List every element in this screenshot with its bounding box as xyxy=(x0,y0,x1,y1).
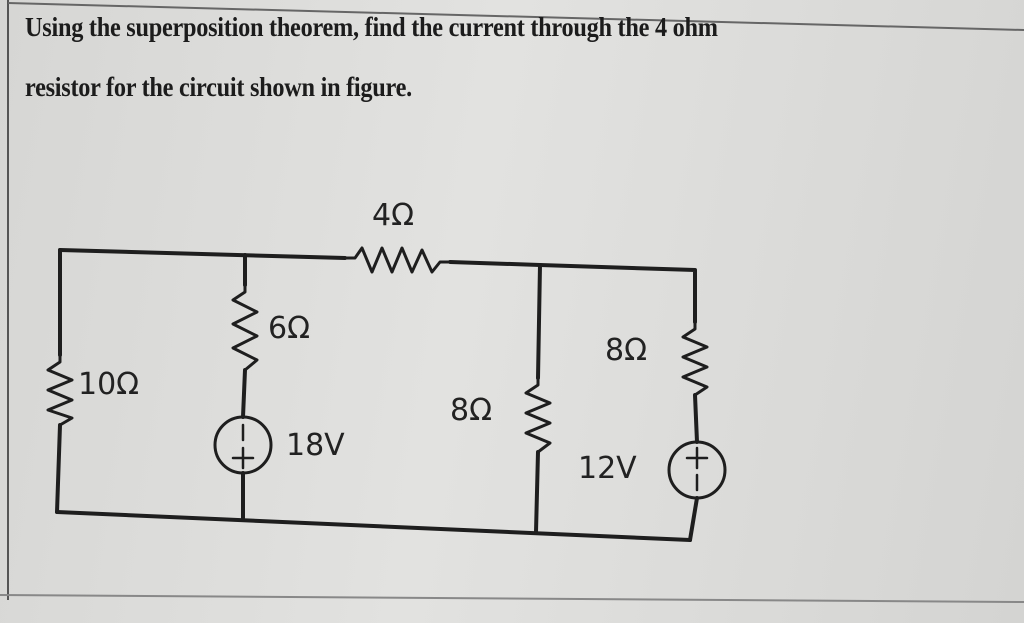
wires xyxy=(55,248,699,542)
label-18v: 18V xyxy=(286,428,345,463)
question-line-2: resistor for the circuit shown in figure… xyxy=(25,72,412,102)
resistor-6ohm xyxy=(231,283,259,372)
resistor-8ohm-middle xyxy=(524,376,552,454)
resistor-10ohm xyxy=(46,353,74,427)
label-10ohm: 10Ω xyxy=(78,367,139,402)
voltage-source-18v xyxy=(213,415,273,475)
label-6ohm: 6Ω xyxy=(268,311,310,346)
label-12v: 12V xyxy=(578,451,637,486)
label-8ohm-right: 8Ω xyxy=(605,333,647,368)
resistor-8ohm-right xyxy=(681,320,709,397)
resistor-4ohm xyxy=(343,246,452,274)
label-4ohm: 4Ω xyxy=(372,198,414,233)
question-line-1: Using the superposition theorem, find th… xyxy=(25,12,718,42)
label-8ohm-middle: 8Ω xyxy=(450,393,492,428)
voltage-source-12v xyxy=(667,440,727,500)
